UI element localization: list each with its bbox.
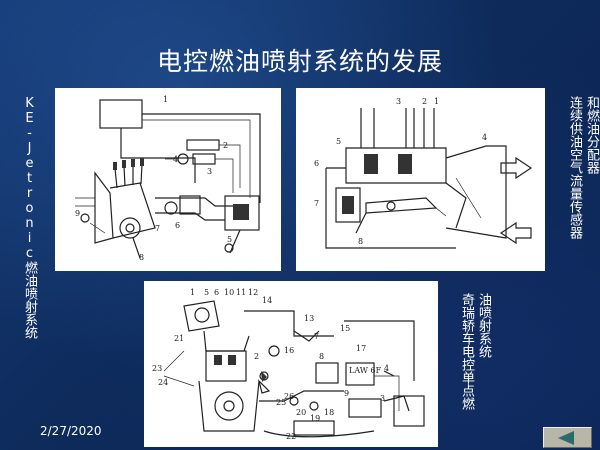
b-label-3: 3 (380, 394, 385, 403)
b-label-6: 6 (214, 288, 219, 297)
air-flow-sensor-diagram: 3 2 1 4 5 6 7 8 (296, 88, 545, 271)
left-triangle-icon (558, 431, 574, 445)
b-label-23: 23 (152, 364, 162, 373)
b-label-1: 1 (190, 288, 195, 297)
b-label-13: 13 (304, 314, 314, 323)
chery-spi-diagram: LAW 6F 1 2 3 4 5 6 7 8 9 10 (144, 281, 438, 447)
b-label-25: 25 (276, 398, 286, 407)
b-label-10: 10 (224, 288, 234, 297)
tr-label-5: 5 (336, 137, 341, 146)
tl-label-9: 9 (75, 209, 80, 218)
tl-label-7: 7 (155, 224, 160, 233)
caption-bottom-col2: 奇瑞轿车电控单点燃 (459, 293, 474, 410)
b-label-14: 14 (262, 296, 272, 305)
b-label-18: 18 (324, 408, 334, 417)
tl-label-4: 4 (173, 155, 178, 164)
b-label-20: 20 (296, 408, 306, 417)
b-label-12: 12 (248, 288, 258, 297)
air-flow-sensor-drawing: 3 2 1 4 5 6 7 8 (314, 97, 533, 249)
b-label-17: 17 (356, 344, 366, 353)
previous-slide-button[interactable] (543, 427, 592, 448)
slide-date: 2/27/2020 (40, 424, 102, 438)
b-label-11: 11 (236, 288, 246, 297)
tr-label-7: 7 (314, 199, 319, 208)
tl-label-8: 8 (139, 253, 144, 262)
b-label-26: 26 (284, 392, 294, 401)
tl-label-1: 1 (163, 95, 168, 104)
tl-label-2: 2 (223, 141, 228, 150)
chery-spi-drawing: LAW 6F 1 2 3 4 5 6 7 8 9 10 (152, 288, 425, 441)
tr-label-6: 6 (314, 159, 319, 168)
b-label-4: 4 (384, 364, 389, 373)
b-label-24: 24 (158, 378, 168, 387)
tr-label-4: 4 (482, 133, 487, 142)
b-label-5: 5 (204, 288, 209, 297)
tl-label-5: 5 (227, 235, 232, 244)
caption-right-col1: 和燃油分配器 (584, 96, 599, 174)
tr-label-2: 2 (422, 97, 427, 106)
tr-label-1: 1 (434, 97, 439, 106)
tl-label-6: 6 (175, 221, 180, 230)
caption-left: KE-Jetronic燃油喷射系统 (22, 96, 37, 339)
tr-label-3: 3 (396, 97, 401, 106)
b-label-16: 16 (284, 346, 294, 355)
b-label-8: 8 (319, 352, 324, 361)
b-label-22: 22 (286, 432, 296, 441)
ecu-label: LAW 6F (349, 366, 382, 375)
tr-label-8: 8 (358, 237, 363, 246)
b-label-21: 21 (174, 334, 184, 343)
tl-label-3: 3 (207, 167, 212, 176)
b-label-7: 7 (314, 332, 319, 341)
caption-bottom-col1: 油喷射系统 (476, 293, 491, 358)
bottom-labels: 1 2 3 4 5 6 7 8 9 10 11 12 13 14 15 16 1… (152, 288, 389, 441)
b-label-9: 9 (344, 389, 349, 398)
ke-jetronic-drawing: 1 2 3 4 5 6 7 8 9 (75, 95, 261, 262)
b-label-15: 15 (340, 324, 350, 333)
ke-jetronic-diagram: 1 2 3 4 5 6 7 8 9 (55, 88, 281, 271)
caption-right-col2: 连续供油空气流量传感器 (567, 96, 582, 239)
b-label-19: 19 (310, 414, 320, 423)
slide-title: 电控燃油喷射系统的发展 (156, 47, 443, 76)
b-label-2: 2 (254, 352, 259, 361)
